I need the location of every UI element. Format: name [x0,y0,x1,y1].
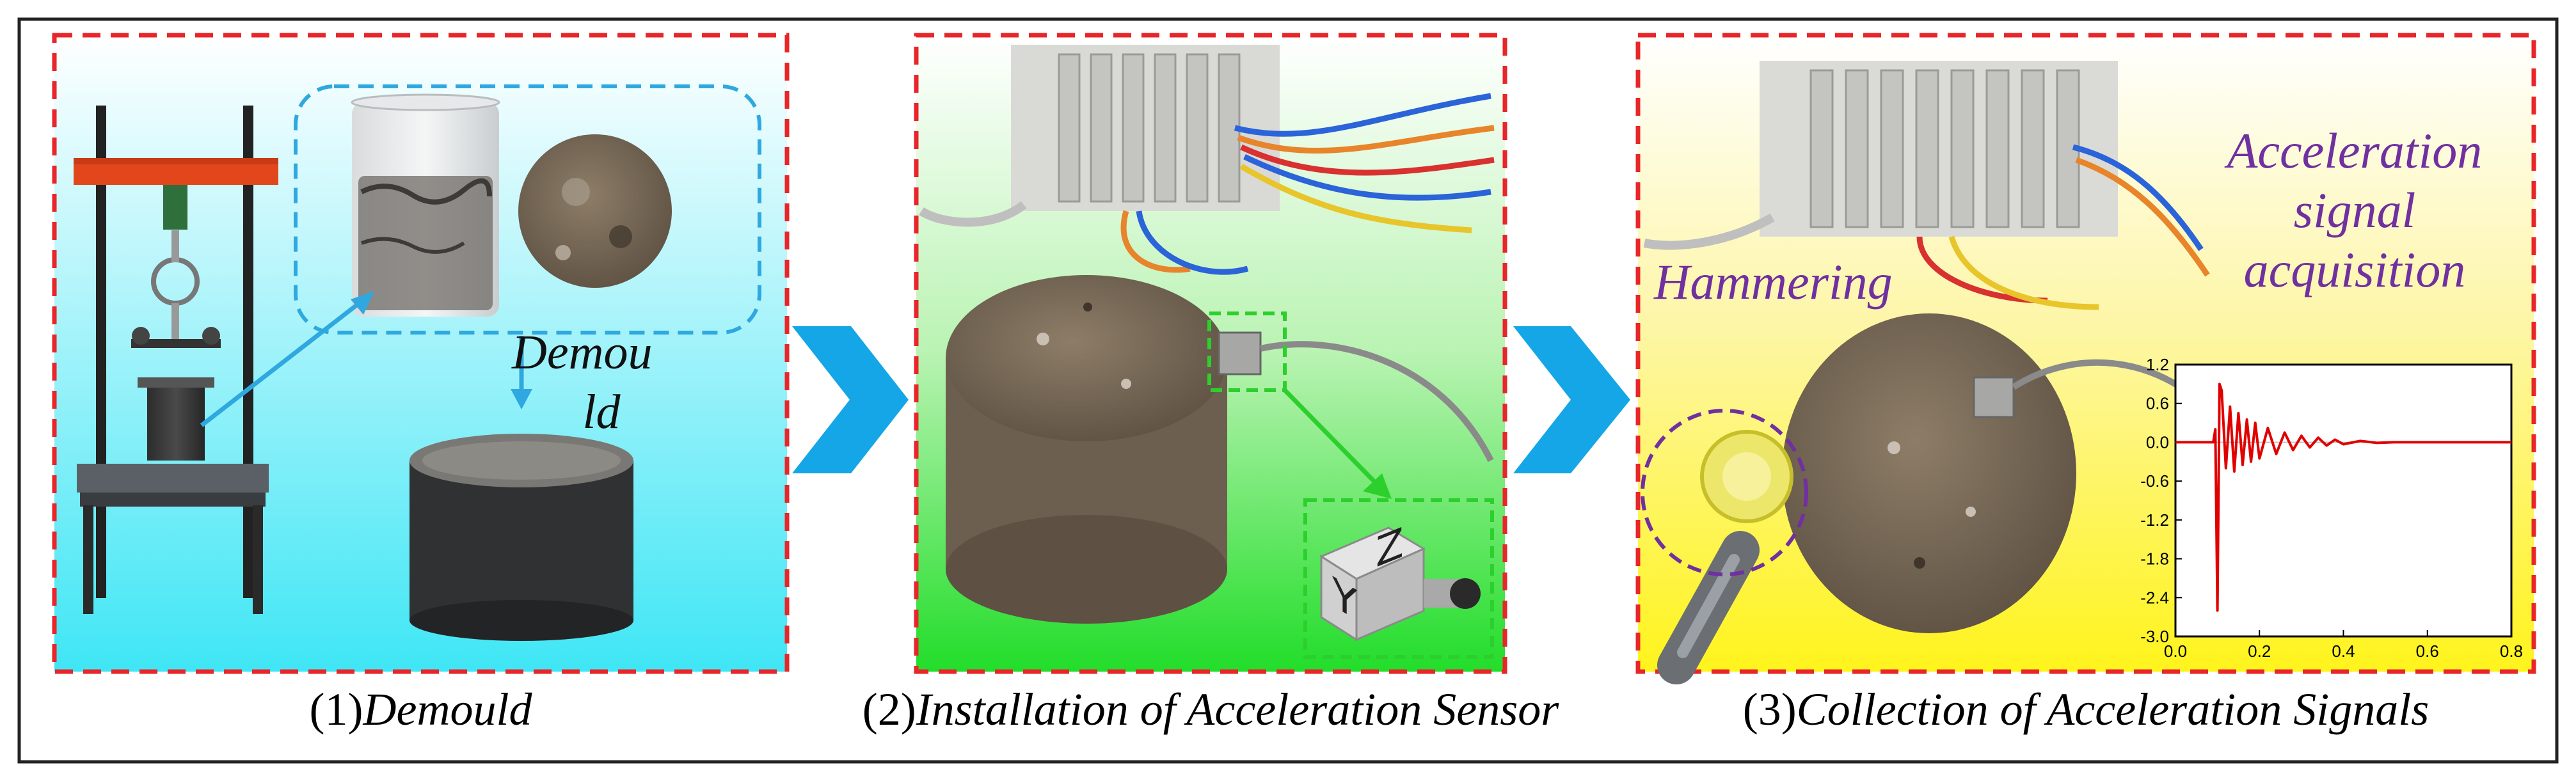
chart-y-tick-label: 0.0 [2146,432,2169,452]
chart-x-tick-label: 0.0 [2164,642,2187,661]
caption-panel-3-text: Collection of Acceleration Signals [1796,684,2429,735]
sensor-highlight-box [1207,312,1287,392]
sensor-on-specimen-2 [1973,376,2015,418]
chart-y-tick-label: -1.2 [2140,510,2169,530]
caption-panel-1-text: Demould [363,684,532,735]
chevron-arrow-2 [1513,326,1630,473]
cable-bundle-2 [1643,144,2210,310]
caption-panel-1: (1)Demould [54,683,787,736]
panel-3-border [1635,33,2536,674]
demould-label-top: Demou [512,326,653,379]
chart-series-line-0 [2175,383,2511,612]
caption-panel-2: (2)Installation of Acceleration Sensor [788,683,1633,736]
caption-panel-2-text: Installation of Acceleration Sensor [916,684,1559,735]
caption-panel-3-prefix: (3) [1742,684,1797,735]
arrow-to-sensor-detail [1283,388,1378,485]
beaker-image [351,93,500,317]
cable-bundle [919,93,1495,275]
chart-plot-area [2174,363,2513,638]
soil-specimen-image [946,275,1227,624]
chart-y-tick-label: 0.6 [2146,394,2169,413]
outer-frame [17,17,2559,764]
panel-1-border [52,33,790,674]
soil-specimen-image-2 [1782,313,2076,633]
sensor-on-specimen [1218,331,1262,375]
sensor-detail-box [1303,498,1494,659]
sensor-cable [1259,341,1494,462]
chart-y-tick-label: -3.0 [2140,627,2169,646]
hammer-highlight-circle [1641,409,1808,576]
acquisition-label-line1: Acceleration [2227,123,2483,178]
demoulded-specimen-image [409,434,633,641]
soil-closeup-image [518,134,672,288]
impact-hammer-image [1657,430,1793,684]
caption-panel-2-prefix: (2) [862,684,916,735]
demould-label-bottom: ld [582,385,621,439]
acquisition-label-line2: signal [2293,182,2416,238]
chart-x-tick-label: 0.2 [2248,642,2271,661]
chart-x-tick-label: 0.8 [2500,642,2523,661]
acquisition-rack-image [1011,45,1280,211]
accelerometer-cube-image [1319,526,1481,642]
caption-panel-1-prefix: (1) [309,684,363,735]
acquisition-label-line3: acquisition [2243,242,2466,297]
chevron-arrow-1 [792,326,909,473]
caption-panel-3: (3)Collection of Acceleration Signals [1638,683,2534,736]
hammering-label: Hammering [1654,254,1893,310]
chart-y-tick-label: -1.8 [2140,549,2169,569]
loading-frame-apparatus [74,106,278,614]
chart-y-tick-label: 1.2 [2146,355,2169,374]
panel-2-border [914,33,1507,674]
acquisition-rack-image-2 [1760,61,2118,237]
chart-y-tick-label: -0.6 [2140,471,2169,491]
arrow-to-beaker [200,302,360,427]
chart-x-tick-label: 0.4 [2332,642,2355,661]
chart-y-tick-label: -2.4 [2140,588,2169,607]
chart-x-tick-label: 0.6 [2416,642,2439,661]
